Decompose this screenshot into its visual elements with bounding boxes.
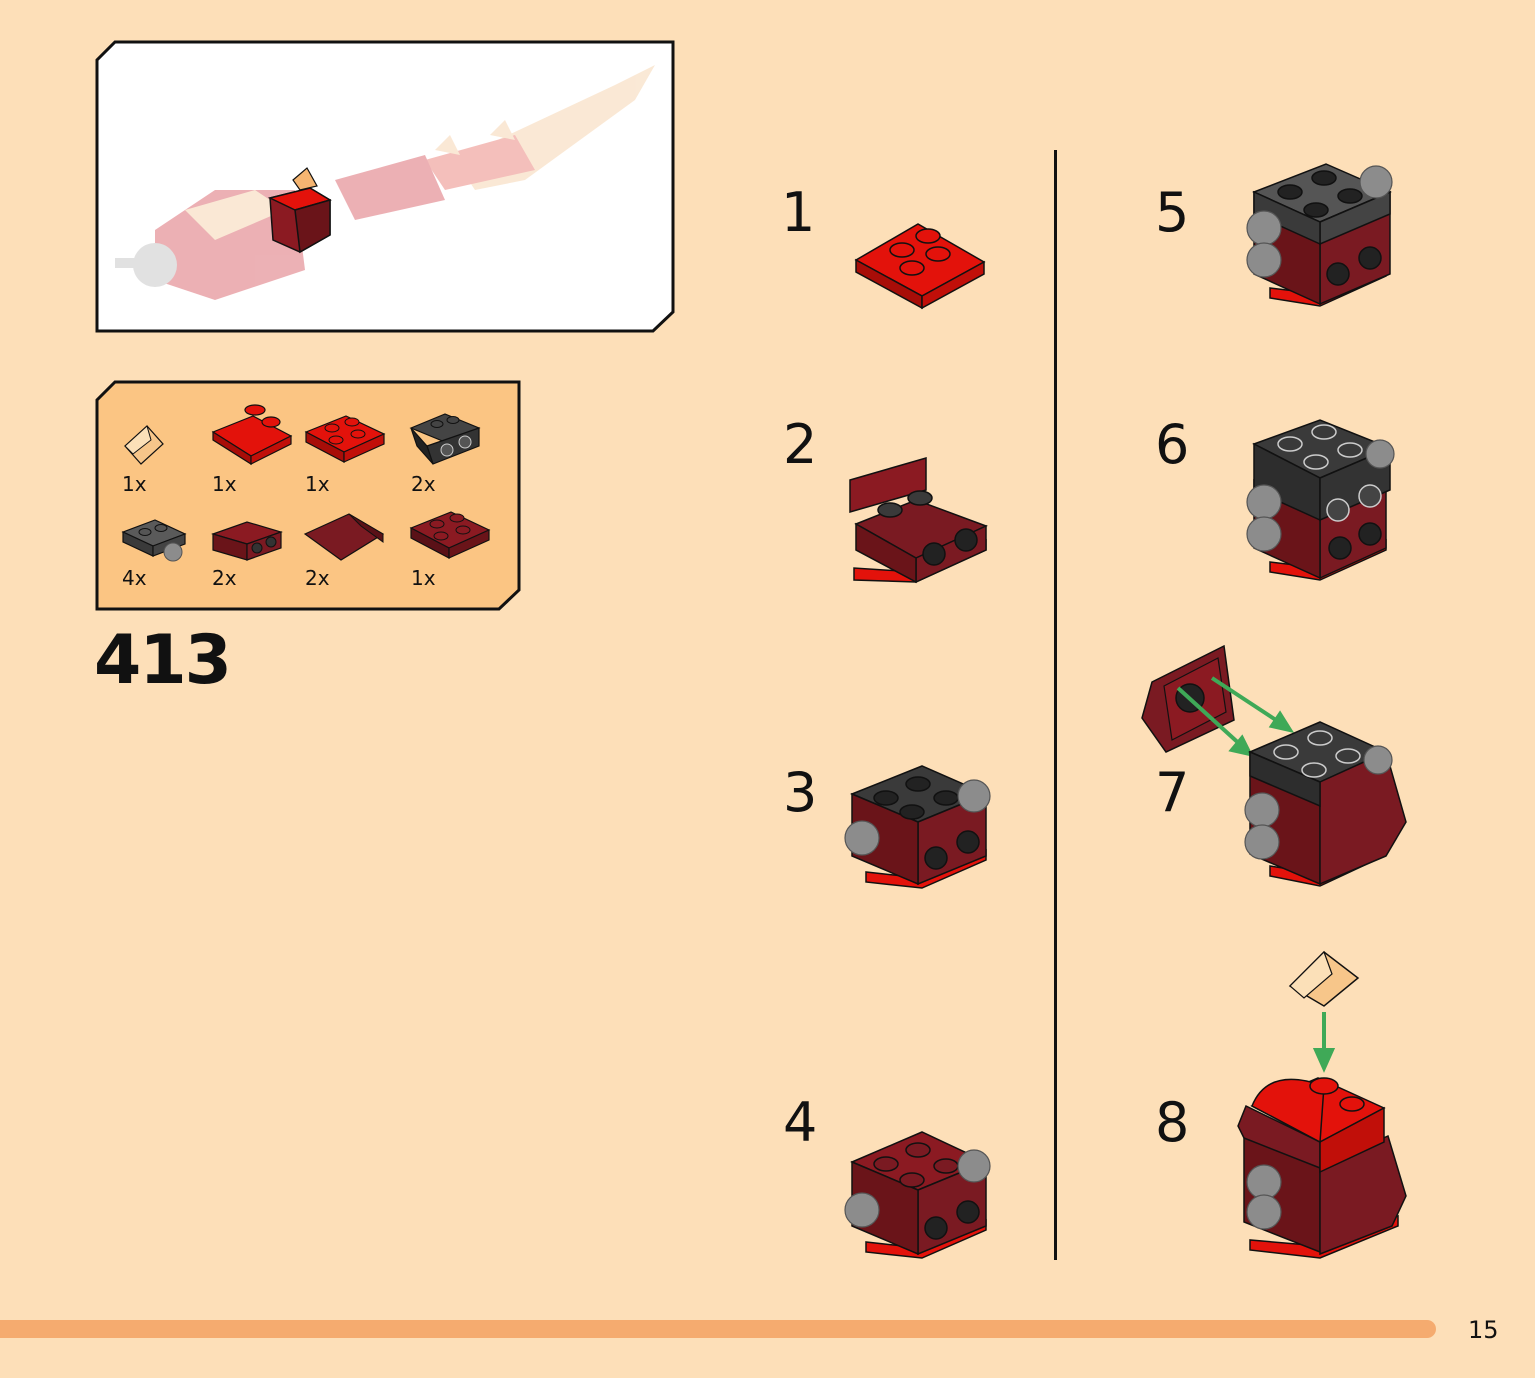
assembly-arrow-icon bbox=[1312, 1012, 1336, 1073]
part-qty: 1x bbox=[212, 472, 237, 496]
red-curved-plate-icon bbox=[211, 404, 293, 466]
step-number: 6 bbox=[1155, 413, 1190, 476]
model-preview-image bbox=[115, 65, 655, 300]
column-divider bbox=[1054, 150, 1057, 1260]
step-5-image bbox=[1246, 163, 1393, 307]
step-number: 3 bbox=[783, 761, 818, 824]
page-number: 15 bbox=[1468, 1316, 1499, 1344]
step-1-image bbox=[854, 223, 986, 310]
step-3-image bbox=[844, 765, 991, 889]
darkred-bracket-icon bbox=[211, 521, 283, 561]
step-4-image bbox=[844, 1131, 991, 1259]
part-qty: 1x bbox=[411, 566, 436, 590]
darkred-slope-tile-icon bbox=[303, 513, 385, 561]
part-qty: 1x bbox=[122, 472, 147, 496]
step-6-image bbox=[1246, 419, 1395, 581]
step-number: 7 bbox=[1155, 761, 1190, 824]
step-7-image bbox=[1141, 644, 1407, 887]
part-qty: 2x bbox=[305, 566, 330, 590]
step-2-image bbox=[849, 457, 988, 584]
step-number: 1 bbox=[781, 181, 816, 244]
step-number: 4 bbox=[783, 1091, 818, 1154]
parts-list-panel: 1x 1x 1x bbox=[95, 380, 521, 611]
set-number: 413 bbox=[94, 621, 232, 700]
preview-panel bbox=[95, 40, 675, 333]
step-number: 2 bbox=[783, 413, 818, 476]
parts-panel-frame bbox=[95, 380, 521, 611]
step-number: 8 bbox=[1155, 1091, 1190, 1154]
grey-ball-plate-icon bbox=[121, 519, 187, 562]
part-qty: 4x bbox=[122, 566, 147, 590]
assembly-arrow-icon bbox=[1176, 676, 1295, 757]
part-qty: 2x bbox=[411, 472, 436, 496]
step-number: 5 bbox=[1155, 181, 1190, 244]
highlighted-subassembly bbox=[267, 167, 332, 254]
progress-bar bbox=[0, 1320, 1436, 1338]
trans-orange-slope-icon bbox=[124, 425, 164, 465]
darkred-2x2-plate-icon bbox=[409, 511, 491, 559]
black-bracket-icon bbox=[409, 413, 481, 465]
step-8-image bbox=[1237, 950, 1407, 1259]
part-qty: 1x bbox=[305, 472, 330, 496]
red-2x2-plate-icon bbox=[304, 415, 386, 463]
part-qty: 2x bbox=[212, 566, 237, 590]
